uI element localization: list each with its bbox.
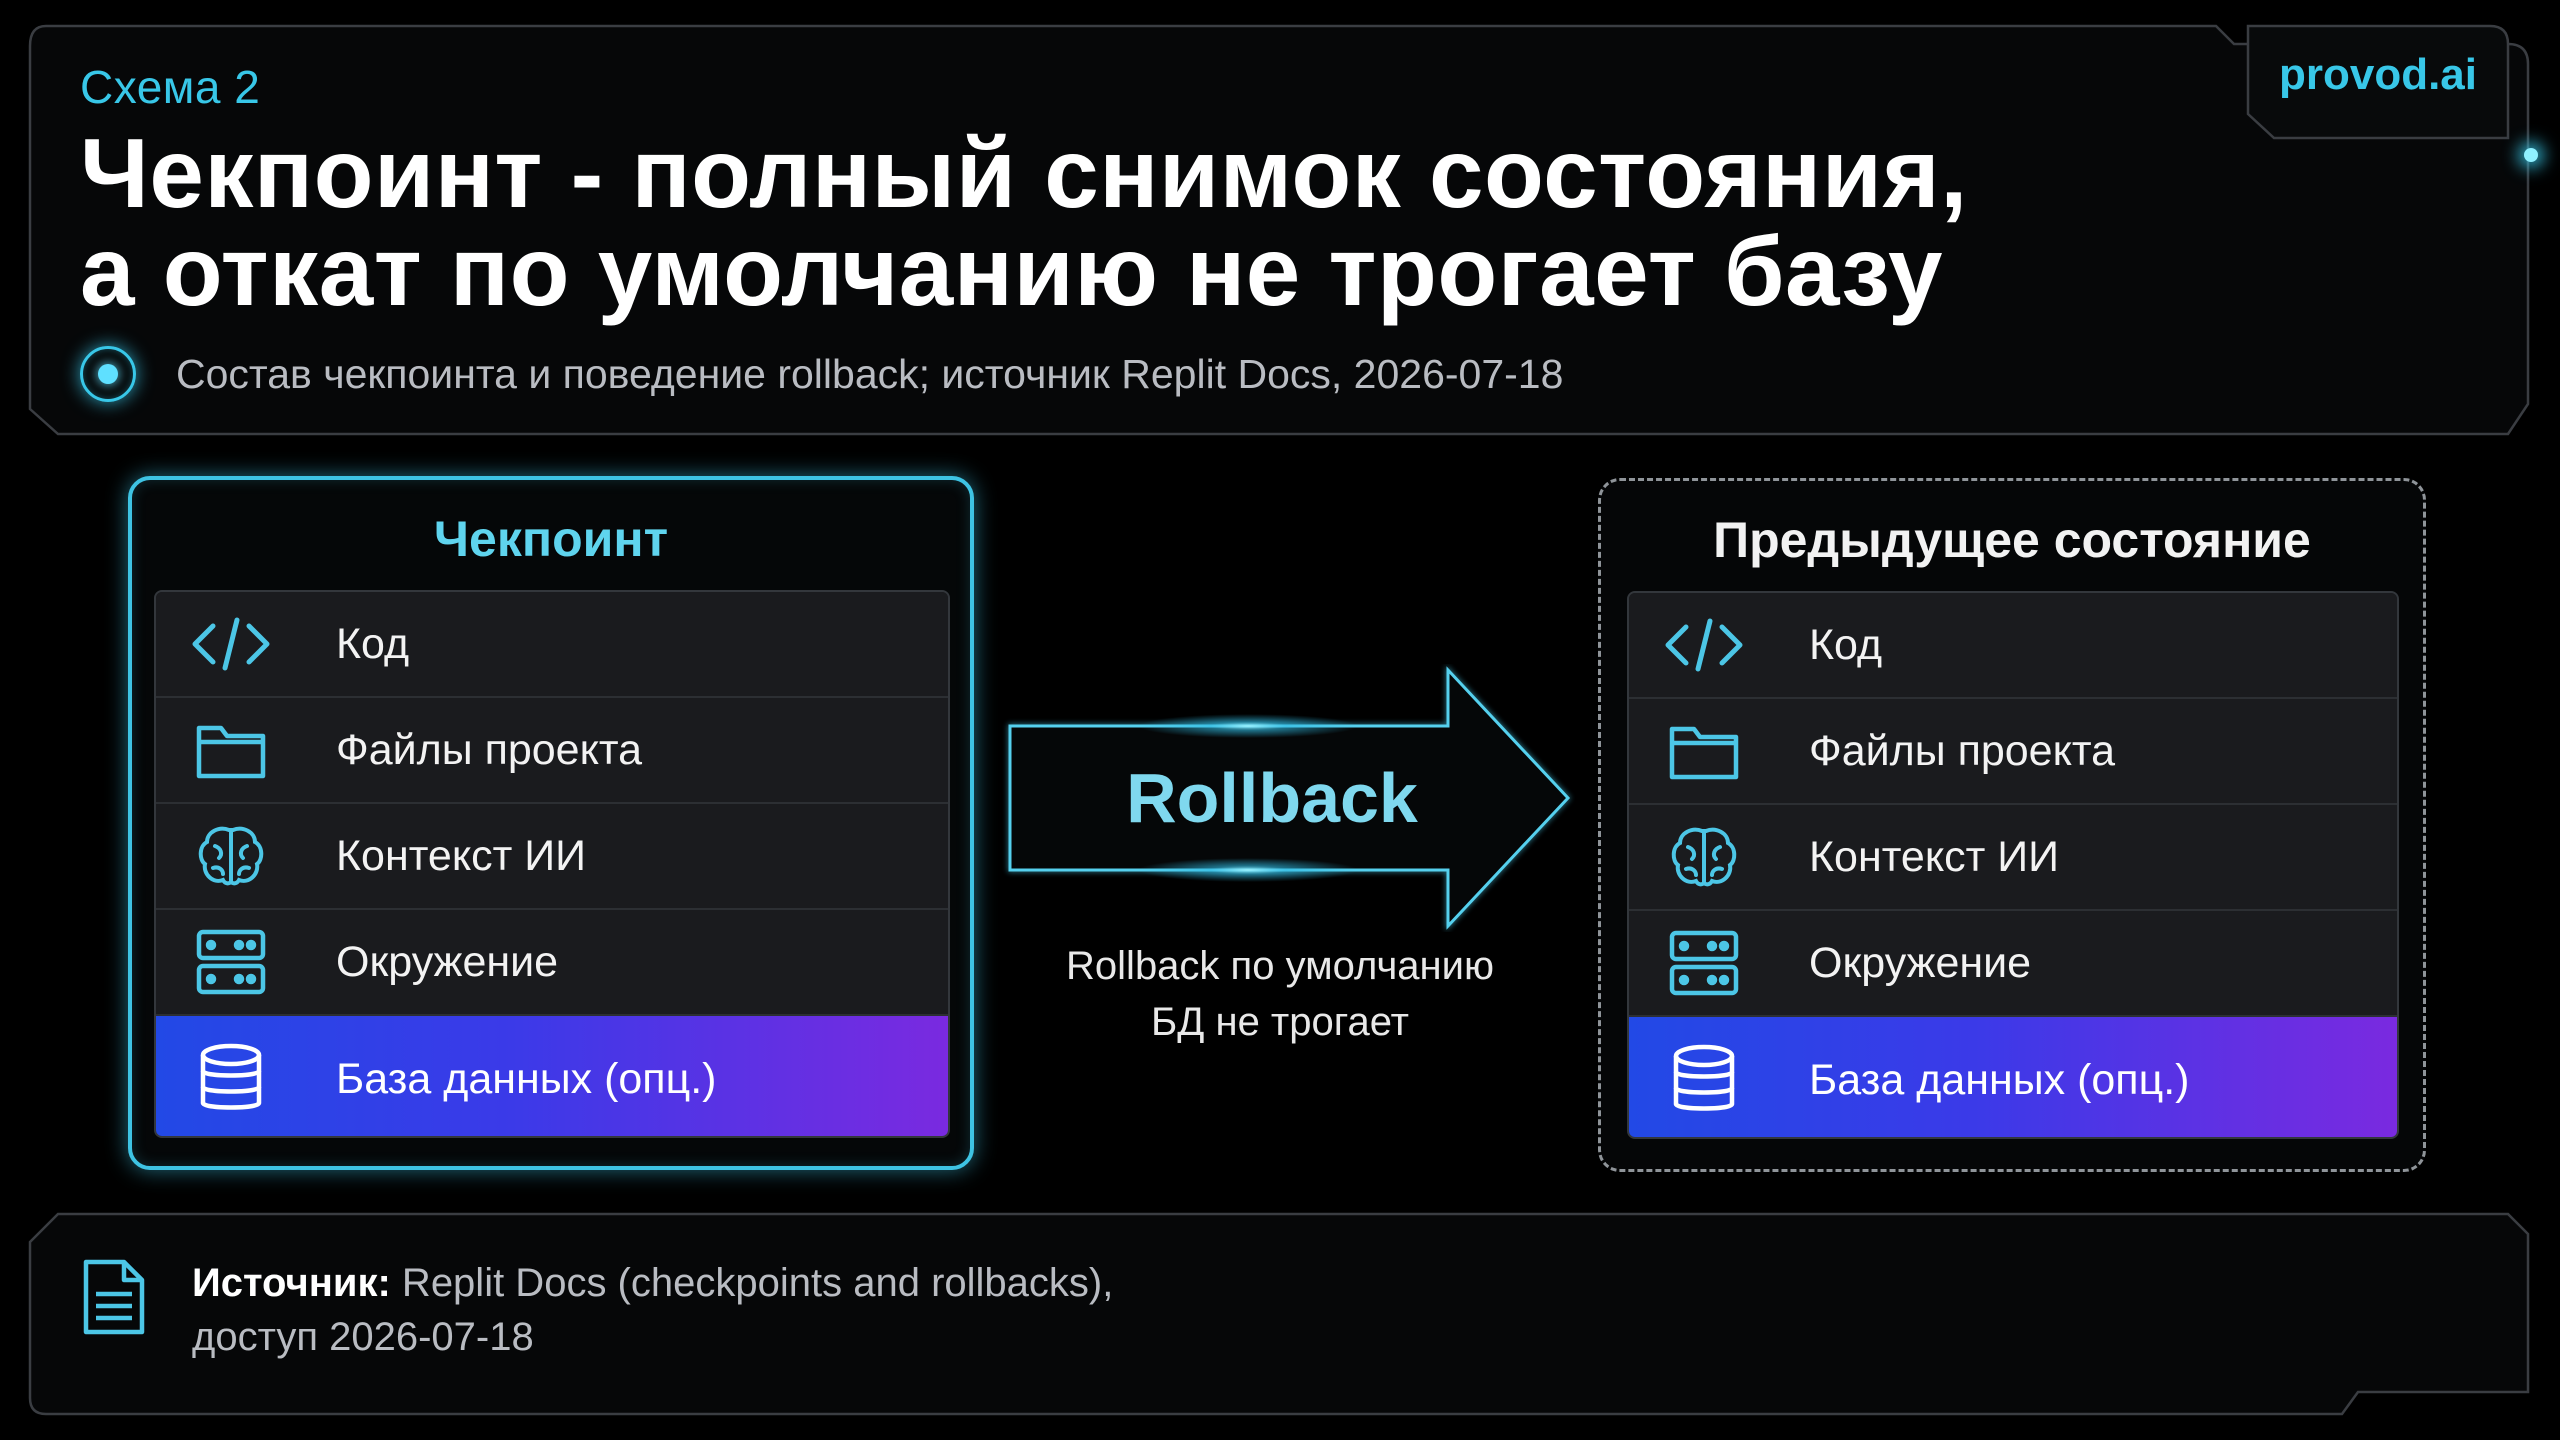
source-label: Источник: [192,1261,391,1305]
list-item-label: Окружение [336,937,559,986]
target-icon [80,346,136,402]
header-panel: Схема 2 Чекпоинт - полный снимок состоян… [28,24,2536,436]
list-item-label: Код [336,619,410,668]
brand-logo: provod.ai [2278,50,2478,99]
list-item: Код [1629,593,2397,699]
list-item-label: База данных (опц.) [1809,1055,2190,1104]
folder-icon [156,720,306,780]
list-item-database: База данных (опц.) [156,1016,948,1136]
rollback-note-line-2: БД не трогает [1151,1000,1409,1044]
source-citation: Источник: Replit Docs (checkpoints and r… [192,1256,1113,1364]
brain-icon [1629,825,1779,889]
previous-state-card: Предыдущее состояние Код Файлы проекта [1598,478,2426,1172]
previous-state-list: Код Файлы проекта Контекст ИИ [1627,591,2399,1139]
rollback-arrow: Rollback [1002,664,1586,932]
list-item: Файлы проекта [156,698,948,804]
folder-icon [1629,721,1779,781]
list-item-label: База данных (опц.) [336,1054,717,1103]
previous-state-card-title: Предыдущее состояние [1713,512,2311,568]
brand-tab-frame [2246,24,2510,140]
subtitle-row: Состав чекпоинта и поведение rollback; и… [80,346,1563,402]
code-icon [1629,615,1779,675]
glow-dot [2524,148,2538,162]
list-item: Код [156,592,948,698]
footer-panel: Источник: Replit Docs (checkpoints and r… [28,1212,2536,1416]
list-item: Окружение [156,910,948,1016]
subtitle: Состав чекпоинта и поведение rollback; и… [176,350,1564,397]
database-icon [1629,1044,1779,1116]
list-item-label: Контекст ИИ [1809,832,2060,881]
footer-frame [28,1212,2530,1416]
list-item-database: База данных (опц.) [1629,1017,2397,1137]
scheme-label: Схема 2 [80,61,261,113]
list-item: Контекст ИИ [1629,805,2397,911]
brand-tab[interactable]: provod.ai [2246,24,2510,140]
server-icon [1629,929,1779,997]
source-access-date: доступ 2026-07-18 [192,1315,534,1359]
list-item-label: Файлы проекта [336,725,643,774]
list-item: Файлы проекта [1629,699,2397,805]
checkpoint-list: Код Файлы проекта Контекст ИИ [154,590,950,1138]
server-icon [156,928,306,996]
database-icon [156,1043,306,1115]
list-item: Окружение [1629,911,2397,1017]
rollback-label: Rollback [1126,759,1418,837]
rollback-note: Rollback по умолчанию БД не трогает [1000,938,1560,1050]
checkpoint-card: Чекпоинт Код Файлы проекта [128,476,974,1170]
title-line-2: а откат по умолчанию не трогает базу [80,216,1944,326]
checkpoint-card-title: Чекпоинт [433,511,669,567]
page-title: Чекпоинт - полный снимок состояния, а от… [80,124,2080,320]
source-text: Replit Docs (checkpoints and rollbacks), [390,1261,1114,1305]
list-item-label: Код [1809,620,1883,669]
list-item-label: Окружение [1809,938,2032,987]
brain-icon [156,824,306,888]
list-item-label: Контекст ИИ [336,831,587,880]
code-icon [156,614,306,674]
rollback-note-line-1: Rollback по умолчанию [1066,944,1494,988]
header-frame [28,24,2530,436]
arrow-shape [1008,664,1571,932]
list-item: Контекст ИИ [156,804,948,910]
list-item-label: Файлы проекта [1809,726,2116,775]
document-icon [82,1258,146,1341]
title-line-1: Чекпоинт - полный снимок состояния, [80,118,1968,228]
